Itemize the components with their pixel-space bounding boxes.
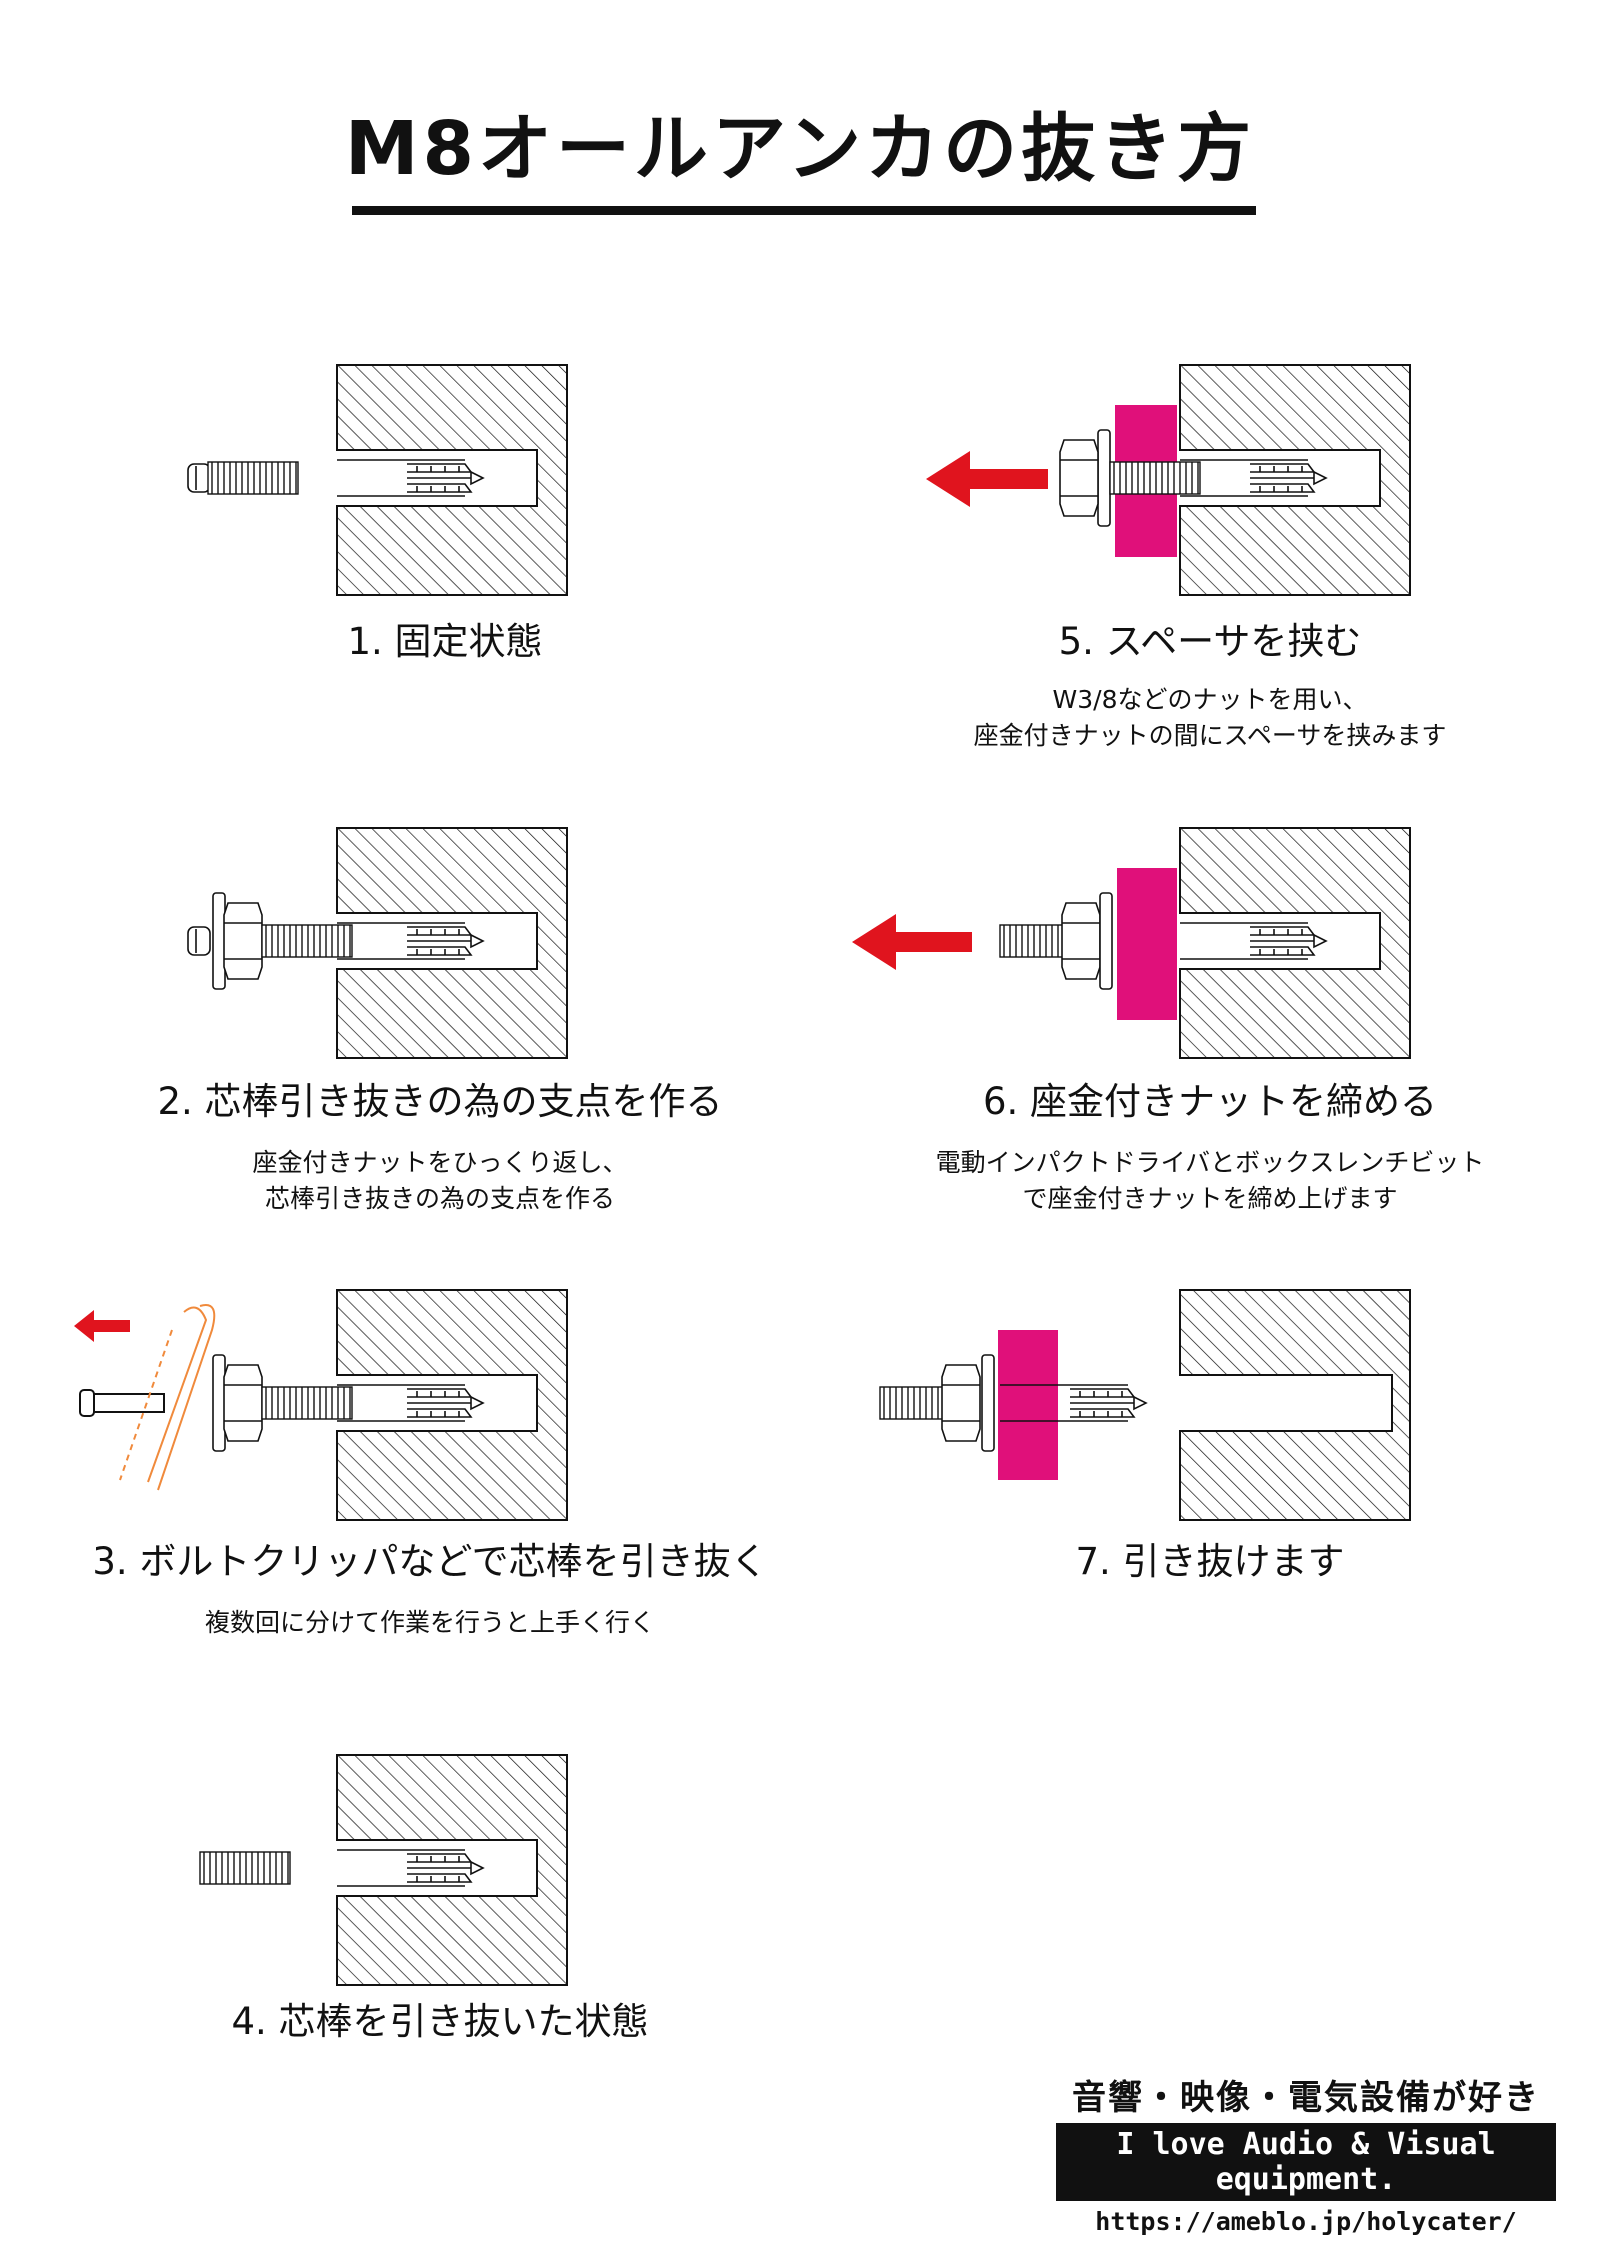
step5-nut xyxy=(1059,439,1099,517)
footer-credit: 音響・映像・電気設備が好き I love Audio & Visual equi… xyxy=(1056,2078,1556,2237)
step5-note-line1: W3/8などのナットを用い、 xyxy=(1052,685,1368,714)
step3-nut xyxy=(223,1364,263,1442)
step5-note-line2: 座金付きナットの間にスペーサを挟みます xyxy=(973,721,1447,751)
step2-note-line2: 芯棒引き抜きの為の支点を作る xyxy=(264,1184,615,1214)
step2-note-line1: 座金付きナットをひっくり返し、 xyxy=(252,1148,628,1177)
step7-nut xyxy=(941,1364,981,1442)
step4-bolt-thread xyxy=(199,1851,291,1885)
step5-caption: 5. スペーサを挟む xyxy=(1058,620,1362,663)
step1-figure xyxy=(187,364,568,596)
step5-pull-arrow xyxy=(926,451,1048,507)
step3-note: 複数回に分けて作業を行うと上手く行く xyxy=(70,1605,790,1641)
step7-caption: 7. 引き抜けます xyxy=(1075,1540,1345,1583)
step3-pin-rod xyxy=(79,1389,165,1417)
step1-caption: 1. 固定状態 xyxy=(347,620,543,663)
step2-bolt-thread xyxy=(261,924,353,958)
step5-washer xyxy=(1097,429,1111,527)
step6-spacer xyxy=(1117,868,1177,1020)
step3-caption: 3. ボルトクリッパなどで芯棒を引き抜く xyxy=(92,1540,768,1583)
step2-nut xyxy=(223,902,263,980)
step6-note: 電動インパクトドライバとボックスレンチビット で座金付きナットを締め上げます xyxy=(860,1145,1560,1218)
step3-note-line1: 複数回に分けて作業を行うと上手く行く xyxy=(204,1608,655,1637)
step7-figure xyxy=(879,1289,1411,1521)
step2-bolt-tip xyxy=(187,926,211,956)
step3-washer xyxy=(212,1354,226,1452)
footer-japanese: 音響・映像・電気設備が好き xyxy=(1072,2078,1540,2118)
step3-figure xyxy=(74,1289,568,1521)
step4-figure xyxy=(199,1754,568,1986)
step7-wall xyxy=(1178,1289,1411,1521)
step7-spacer xyxy=(998,1330,1058,1480)
step4-caption: 4. 芯棒を引き抜いた状態 xyxy=(231,2000,649,2043)
step6-note-line2: で座金付きナットを締め上げます xyxy=(1022,1184,1398,1214)
step6-nut xyxy=(1061,902,1101,980)
title-underline xyxy=(352,206,1256,215)
step6-note-line1: 電動インパクトドライバとボックスレンチビット xyxy=(935,1148,1485,1177)
step3-pull-arrow xyxy=(74,1310,130,1342)
step1-bolt-tip xyxy=(187,463,211,493)
step3-clipper xyxy=(119,1304,216,1491)
step6-pull-arrow xyxy=(852,914,972,970)
step6-caption: 6. 座金付きナットを締める xyxy=(982,1080,1438,1123)
step2-caption: 2. 芯棒引き抜きの為の支点を作る xyxy=(157,1080,723,1123)
footer-url[interactable]: https://ameblo.jp/holycater/ xyxy=(1095,2207,1517,2237)
step1-bolt-thread xyxy=(207,461,299,495)
step5-figure xyxy=(926,364,1411,596)
step2-washer xyxy=(212,892,226,990)
step2-figure xyxy=(187,827,568,1059)
step3-bolt-thread xyxy=(261,1386,353,1420)
page-title: M8オールアンカの抜き方 xyxy=(344,106,1256,192)
step6-washer xyxy=(1099,892,1113,990)
step5-note: W3/8などのナットを用い、 座金付きナットの間にスペーサを挟みます xyxy=(880,682,1540,755)
footer-english: I love Audio & Visual equipment. xyxy=(1056,2123,1556,2202)
step7-washer xyxy=(981,1354,995,1452)
step2-note: 座金付きナットをひっくり返し、 芯棒引き抜きの為の支点を作る xyxy=(100,1145,780,1218)
step5-bolt-thread xyxy=(1109,461,1201,495)
step6-figure xyxy=(852,827,1411,1059)
